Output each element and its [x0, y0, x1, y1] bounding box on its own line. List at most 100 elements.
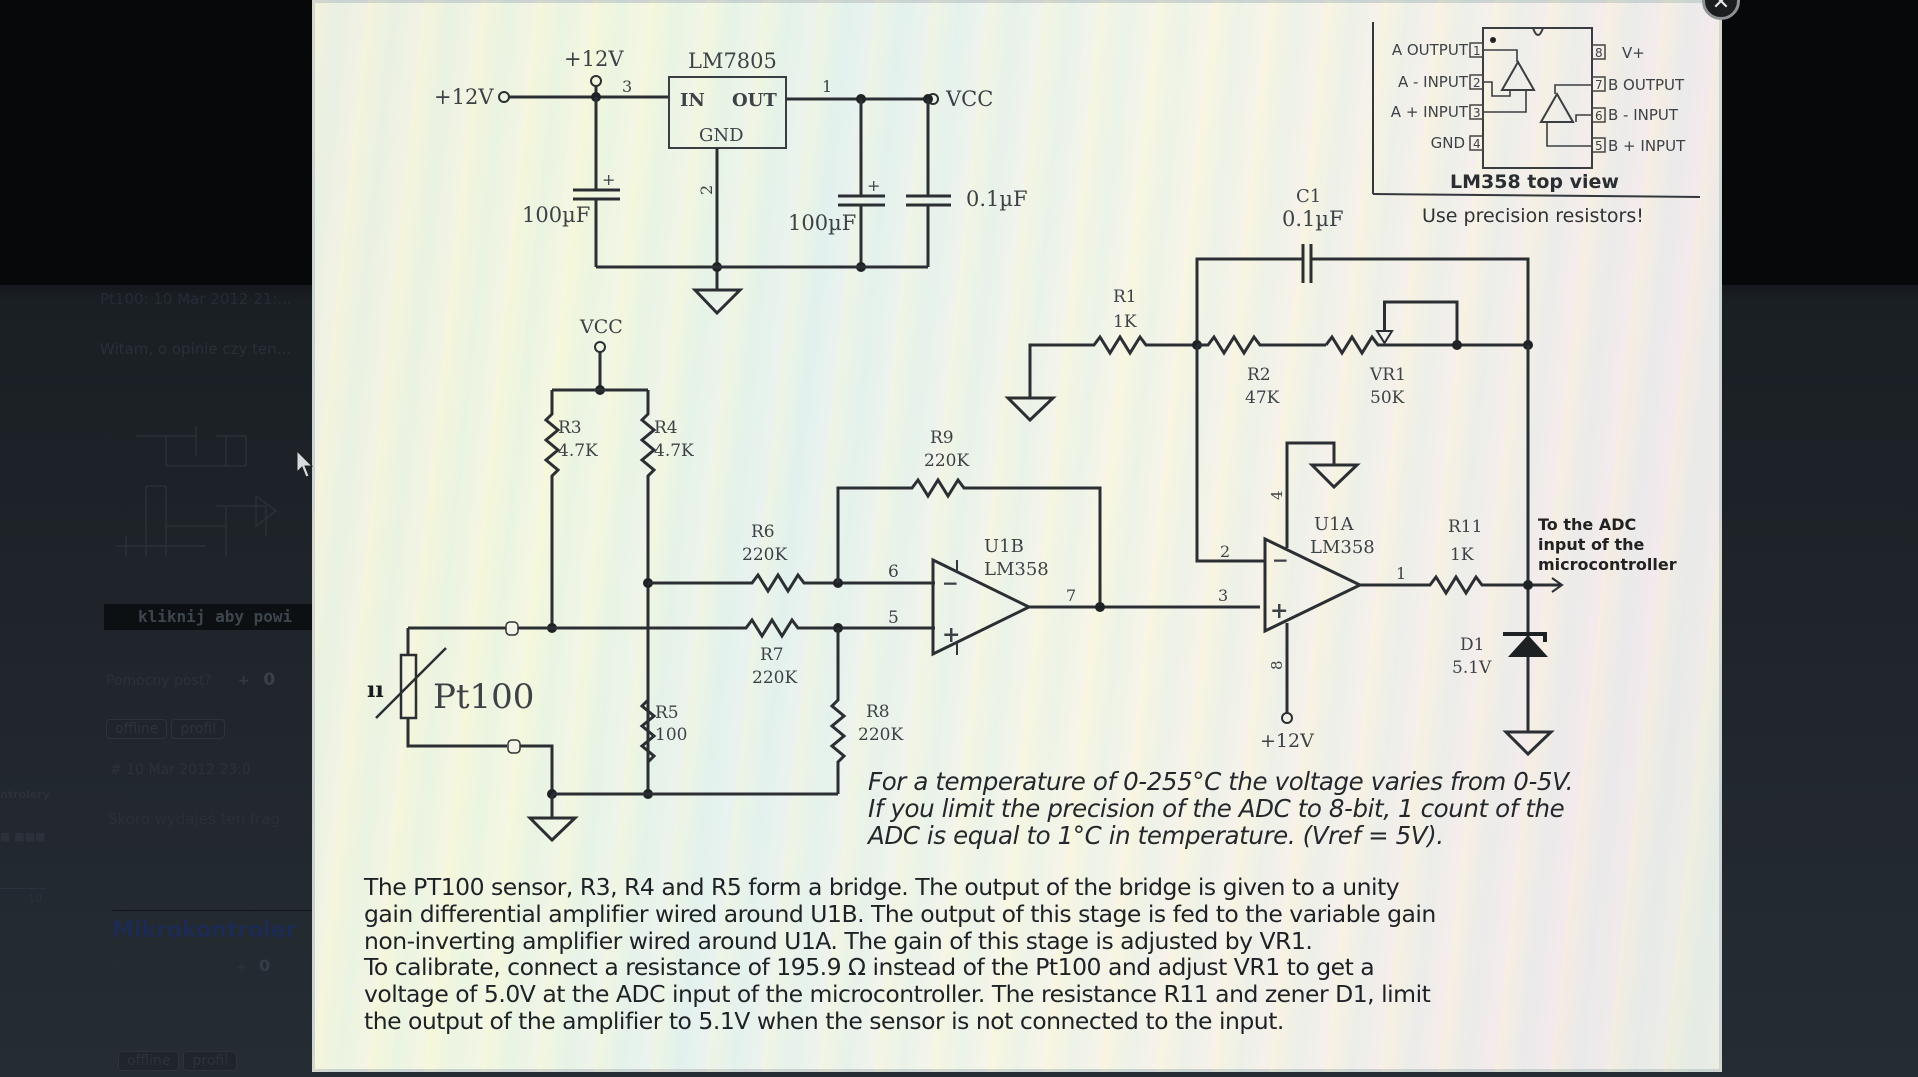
- offline-button[interactable]: offline: [118, 1051, 180, 1071]
- pin-7-label: 7: [1066, 586, 1076, 605]
- r7-label: R7: [760, 645, 784, 665]
- bg-reply-text: Skoro wydajeś ten frag: [108, 810, 281, 828]
- pin-box: [1469, 42, 1484, 58]
- pin-6-label: 6: [888, 562, 899, 582]
- pin-3-label: 3: [1218, 586, 1228, 605]
- zener-diode-d1: [1508, 635, 1548, 657]
- u1b-part: LM358: [984, 559, 1049, 580]
- click-to-enlarge-bar[interactable]: kliknij aby powi: [104, 604, 314, 630]
- pin-label: V+: [1622, 44, 1645, 62]
- pin-number: 6: [1595, 109, 1603, 123]
- pin-label: A - INPUT: [1398, 73, 1469, 91]
- connector-terminal: [507, 739, 521, 754]
- resistor-r9: [836, 477, 1102, 607]
- pin-number: 5: [1595, 139, 1603, 153]
- pin-number: 4: [1473, 137, 1481, 151]
- vr1-value: 50K: [1370, 388, 1405, 408]
- resistor-r2: [1197, 334, 1326, 356]
- terminal-vcc: [594, 341, 606, 353]
- note-line: For a temperature of 0-255°C the voltage…: [868, 767, 1574, 796]
- bg-helpful-row: Pomocny post?+0: [106, 670, 275, 690]
- label-12v-input: +12V: [434, 85, 494, 109]
- regulator-name: LM7805: [688, 49, 777, 73]
- ic-notch: [1532, 27, 1544, 36]
- pin-label: B - INPUT: [1608, 106, 1679, 124]
- forum-link[interactable]: Mikrokontroler: [112, 918, 297, 943]
- bg-post-title: Pt100: 10 Mar 2012 21:...: [100, 290, 292, 308]
- noninverting-input-sign: +: [1270, 598, 1288, 624]
- description-line: The PT100 sensor, R3, R4 and R5 form a b…: [364, 873, 1400, 901]
- thumbnail-sketch: [116, 426, 278, 556]
- junction: [1095, 602, 1105, 612]
- opamp-u1b-symbol: [931, 557, 1033, 657]
- r5-label: R5: [655, 703, 679, 723]
- wire: [406, 628, 554, 794]
- u1b-name: U1B: [984, 536, 1024, 557]
- r1-label: R1: [1113, 287, 1137, 307]
- wire: [1195, 345, 1265, 563]
- pin-8-label: 8: [1268, 660, 1286, 670]
- cap-in-value: 100µF: [522, 203, 590, 227]
- description-line: voltage of 5.0V at the ADC input of the …: [364, 980, 1431, 1009]
- sensor-marker-icon: ıı: [367, 677, 384, 703]
- precision-note: Use precision resistors!: [1422, 205, 1644, 227]
- label-vcc: VCC: [579, 316, 623, 338]
- r11-label: R11: [1448, 517, 1482, 537]
- resistor-r11: [1360, 574, 1560, 596]
- helpful-count: 0: [263, 670, 276, 690]
- output-arrow-icon: [1551, 577, 1564, 593]
- junction: [1452, 340, 1462, 350]
- ground-icon: [1502, 730, 1555, 757]
- helpful-plus-button[interactable]: +: [237, 673, 250, 689]
- pin-5-label: 5: [888, 608, 899, 628]
- supply-12v-label: +12V: [1260, 730, 1314, 752]
- circuit-schematic: +12V +12V 3 LM7805 IN OUT GND 1 VCC + 10…: [367, 22, 1701, 843]
- lm358-pinout-diagram: 1 A OUTPUT 2 A - INPUT 3 A + INPUT 4 GND…: [1372, 22, 1701, 227]
- inverting-input-sign: −: [1272, 548, 1289, 572]
- pin-label: GND: [1431, 134, 1465, 152]
- profile-button[interactable]: profil: [183, 1051, 238, 1071]
- wire: [1285, 441, 1336, 548]
- description-line: To calibrate, connect a resistance of 19…: [364, 953, 1375, 982]
- post-divider: [112, 910, 317, 911]
- adc-label-line-2: input of the: [1538, 535, 1645, 554]
- r5-value: 100: [655, 725, 687, 745]
- note-line: If you limit the precision of the ADC to…: [868, 794, 1565, 823]
- pin-label: A + INPUT: [1391, 103, 1469, 121]
- opamp-b-symbol: [1539, 91, 1575, 123]
- pin-2-label: 2: [697, 185, 716, 195]
- bg-schematic-thumbnail[interactable]: [105, 395, 317, 587]
- r9-label: R9: [930, 428, 954, 448]
- r2-label: R2: [1247, 365, 1271, 385]
- bridge-section: VCC R3 4.7K R4 4.7K ıı Pt100 R5: [367, 316, 838, 843]
- u1a-name: U1A: [1314, 514, 1355, 535]
- adc-label-line-3: microcontroller: [1538, 555, 1677, 574]
- helpful-label: Pomocny post?: [112, 960, 211, 975]
- profile-button[interactable]: profil: [171, 719, 226, 739]
- pin-box: [1469, 135, 1484, 151]
- d1-value: 5.1V: [1452, 658, 1492, 678]
- c1-label: C1: [1296, 186, 1321, 207]
- opamp-a-wiring: [1483, 49, 1527, 113]
- label-vcc: VCC: [945, 87, 993, 111]
- resistor-r5: [639, 628, 657, 794]
- opamp-b-wiring: [1546, 84, 1592, 147]
- ground-icon: [1004, 396, 1057, 423]
- helpful-plus-button[interactable]: +: [236, 960, 248, 975]
- pin-number: 2: [1473, 76, 1481, 90]
- wire: [1195, 257, 1530, 345]
- offline-button[interactable]: offline: [106, 719, 168, 739]
- r1-value: 1K: [1113, 312, 1137, 332]
- resistor-r6: [648, 572, 935, 594]
- pin-box: [1469, 104, 1484, 120]
- lm7805-regulator: [668, 76, 787, 149]
- sidebar-number: 10: [28, 892, 42, 905]
- description-line: gain differential amplifier wired around…: [364, 899, 1436, 928]
- frame-line: [1372, 193, 1701, 198]
- pin-box: [1591, 137, 1606, 153]
- sidebar-label: ntrolery: [0, 788, 50, 801]
- r6-label: R6: [751, 522, 775, 542]
- pin-label: B + INPUT: [1608, 137, 1686, 155]
- ic-body: [1482, 27, 1593, 169]
